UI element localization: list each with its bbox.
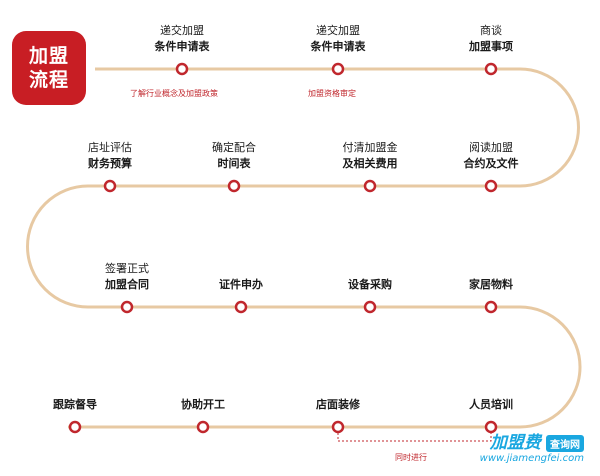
- step-label-line-1: 家居物料: [469, 278, 513, 291]
- step-node-6: [227, 179, 241, 193]
- step-label-line-1: 签署正式: [105, 262, 149, 275]
- step-label-line-1: 设备采购: [348, 278, 392, 291]
- step-label-line-2: 加盟事项: [469, 40, 513, 53]
- step-node-4: [484, 179, 498, 193]
- step-label-line-1: 证件申办: [219, 278, 263, 291]
- step-label-line-2: 财务预算: [88, 157, 132, 170]
- step-label-7: 店址评估财务预算: [88, 140, 132, 172]
- parallel-bracket: [337, 433, 492, 442]
- step-label-line-2: 条件申请表: [154, 40, 210, 53]
- step-label-line-1: 递交加盟: [160, 24, 204, 37]
- step-label-line-1: 阅读加盟: [469, 141, 513, 154]
- step-label-9: 证件申办: [219, 277, 263, 293]
- step-label-1: 递交加盟条件申请表: [155, 23, 210, 55]
- step-label-5: 付清加盟金及相关费用: [343, 140, 398, 172]
- step-node-15: [68, 420, 82, 434]
- step-label-line-1: 跟踪督导: [53, 398, 97, 411]
- step-label-line-2: 条件申请表: [310, 40, 366, 53]
- step-node-3: [484, 62, 498, 76]
- step-label-15: 跟踪督导: [53, 397, 97, 413]
- step-node-10: [363, 300, 377, 314]
- step-note-2: 加盟资格审定: [308, 89, 356, 98]
- step-node-1: [175, 62, 189, 76]
- step-label-line-2: 合约及文件: [463, 157, 519, 170]
- watermark: 加盟费 查询网 www.jiamengfei.com: [480, 428, 584, 464]
- step-node-14: [196, 420, 210, 434]
- step-label-line-1: 商谈: [480, 24, 502, 37]
- step-label-3: 商谈加盟事项: [469, 23, 513, 55]
- step-node-2: [331, 62, 345, 76]
- title-badge: 加盟 流程: [12, 31, 86, 105]
- step-label-line-1: 店面装修: [316, 398, 360, 411]
- watermark-tag: 查询网: [546, 435, 584, 452]
- title-line-2: 流程: [28, 69, 69, 91]
- flow-nodes: [68, 62, 498, 434]
- step-label-line-1: 协助开工: [181, 398, 225, 411]
- step-label-line-2: 时间表: [217, 157, 251, 170]
- serpentine-path: [26, 67, 582, 429]
- step-label-line-2: 加盟合同: [105, 278, 149, 291]
- step-label-6: 确定配合时间表: [212, 140, 256, 172]
- step-node-5: [363, 179, 377, 193]
- step-label-11: 家居物料: [469, 277, 513, 293]
- step-node-8: [120, 300, 134, 314]
- step-label-14: 协助开工: [181, 397, 225, 413]
- step-node-7: [103, 179, 117, 193]
- step-label-2: 递交加盟条件申请表: [311, 23, 366, 55]
- step-label-line-1: 递交加盟: [316, 24, 360, 37]
- flow-path: [26, 67, 582, 442]
- step-note-1: 了解行业概念及加盟政策: [130, 89, 218, 98]
- step-label-12: 人员培训: [469, 397, 513, 413]
- step-node-12: [484, 420, 498, 434]
- step-label-10: 设备采购: [348, 277, 392, 293]
- step-node-11: [484, 300, 498, 314]
- step-label-line-2: 及相关费用: [342, 157, 398, 170]
- step-label-13: 店面装修: [316, 397, 360, 413]
- step-note-13: 同时进行: [395, 453, 427, 462]
- step-label-line-1: 确定配合: [212, 141, 256, 154]
- step-node-13: [331, 420, 345, 434]
- step-node-9: [234, 300, 248, 314]
- watermark-url: www.jiamengfei.com: [479, 453, 584, 464]
- step-label-4: 阅读加盟合约及文件: [464, 140, 519, 172]
- step-label-line-1: 人员培训: [469, 398, 513, 411]
- step-label-line-1: 店址评估: [88, 141, 132, 154]
- title-line-1: 加盟: [28, 45, 69, 67]
- watermark-brand: 加盟费: [489, 433, 541, 453]
- step-label-line-1: 付清加盟金: [342, 141, 398, 154]
- step-label-8: 签署正式加盟合同: [105, 261, 149, 293]
